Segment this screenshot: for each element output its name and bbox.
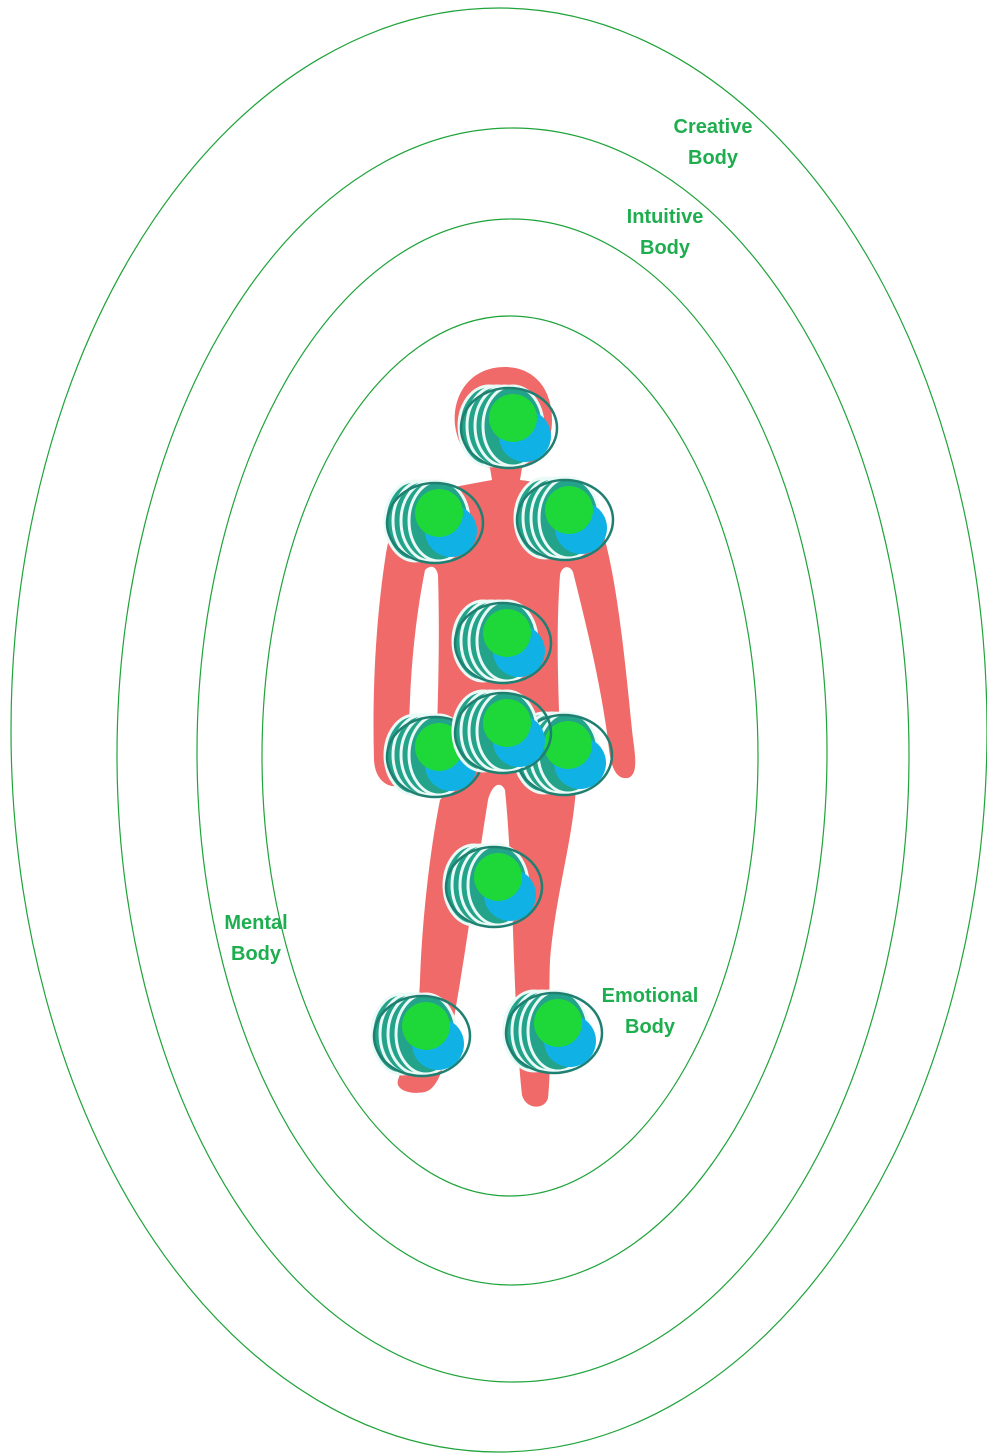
mental-body-label-line2: Body bbox=[206, 939, 306, 970]
chakra-1 bbox=[459, 386, 557, 468]
chakra-green-circle bbox=[415, 489, 463, 537]
chakra-green-circle bbox=[545, 486, 593, 534]
chakra-green-circle bbox=[483, 699, 531, 747]
mental-body-label-line1: Mental bbox=[206, 908, 306, 939]
chakra-4 bbox=[453, 601, 551, 683]
chakra-3 bbox=[515, 478, 613, 560]
chakra-green-circle bbox=[534, 999, 582, 1047]
intuitive-body-label: Intuitive Body bbox=[604, 202, 726, 264]
intuitive-body-label-line1: Intuitive bbox=[604, 202, 726, 233]
emotional-body-label: Emotional Body bbox=[588, 981, 712, 1043]
chakra-green-circle bbox=[483, 609, 531, 657]
chakra-2 bbox=[385, 481, 483, 563]
chakra-green-circle bbox=[402, 1002, 450, 1050]
creative-body-label-line2: Body bbox=[652, 143, 774, 174]
emotional-body-label-line2: Body bbox=[588, 1012, 712, 1043]
chakra-green-circle bbox=[489, 394, 537, 442]
chakra-10 bbox=[453, 691, 551, 773]
chakra-7 bbox=[444, 845, 542, 927]
chakra-green-circle bbox=[474, 853, 522, 901]
creative-body-label: Creative Body bbox=[652, 112, 774, 174]
mental-body-label: Mental Body bbox=[206, 908, 306, 970]
creative-body-label-line1: Creative bbox=[652, 112, 774, 143]
emotional-body-label-line1: Emotional bbox=[588, 981, 712, 1012]
intuitive-body-label-line2: Body bbox=[604, 233, 726, 264]
chakra-8 bbox=[372, 994, 470, 1076]
